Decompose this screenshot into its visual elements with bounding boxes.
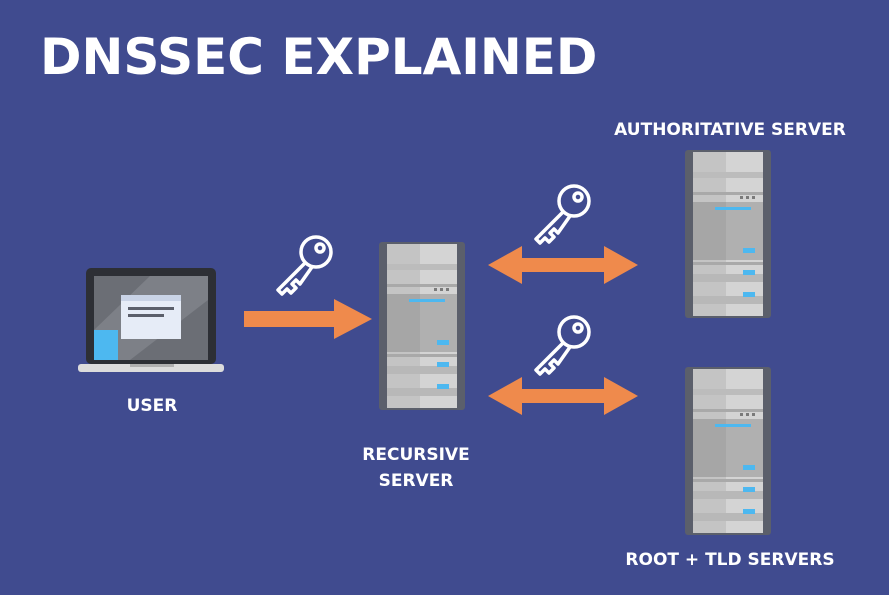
double-arrow-icon xyxy=(488,377,638,415)
user-label: USER xyxy=(126,396,178,416)
recursive-server-icon xyxy=(379,242,465,410)
laptop-icon xyxy=(78,268,224,372)
recursive-server-label-line2: SERVER xyxy=(378,471,454,491)
page-title: DNSSEC EXPLAINED xyxy=(40,28,598,86)
recursive-server-label: RECURSIVE SERVER xyxy=(336,442,496,494)
authoritative-server-label: AUTHORITATIVE SERVER xyxy=(614,120,846,140)
root-tld-servers-label: ROOT + TLD SERVERS xyxy=(625,550,835,570)
authoritative-server-icon xyxy=(685,150,771,318)
key-icon xyxy=(534,184,591,245)
double-arrow-icon xyxy=(488,246,638,284)
key-icon xyxy=(534,315,591,376)
recursive-server-label-line1: RECURSIVE xyxy=(362,445,470,465)
root-tld-server-icon xyxy=(685,367,771,535)
key-icon xyxy=(276,235,333,296)
arrow-icon xyxy=(244,299,372,339)
